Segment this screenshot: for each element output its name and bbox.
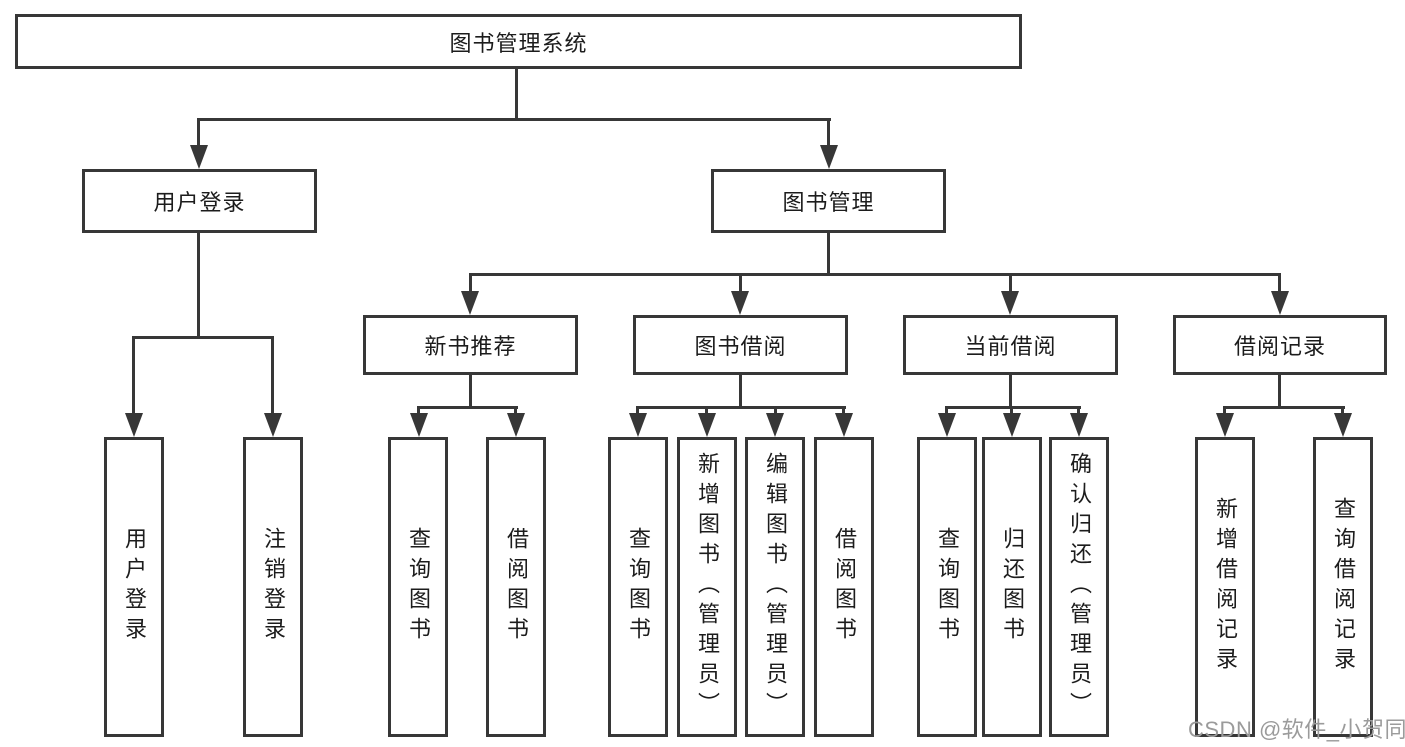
connector-v [1223, 406, 1226, 415]
connector-v [1009, 273, 1012, 292]
arrowhead-down [938, 413, 956, 437]
connector-v [515, 69, 518, 118]
leaf-query-borrow-record: 查询借阅记录 [1313, 437, 1373, 737]
node-label: 新书推荐 [424, 334, 517, 359]
arrowhead-down [835, 413, 853, 437]
connector-v [1009, 375, 1012, 408]
arrowhead-down [507, 413, 525, 437]
connector-h [133, 336, 274, 339]
connector-v [842, 406, 845, 415]
arrowhead-down [190, 145, 208, 169]
node-book-borrowing: 图书借阅 [633, 315, 848, 375]
node-label: 确认归还（管理员） [1067, 452, 1092, 722]
node-label: 借阅记录 [1233, 334, 1326, 359]
node-user-login: 用户登录 [82, 169, 317, 233]
connector-v [636, 406, 639, 415]
connector-v [739, 273, 742, 292]
node-label: 用户登录 [122, 527, 147, 647]
connector-v [197, 233, 200, 337]
node-book-management: 图书管理 [711, 169, 946, 233]
node-label: 图书管理系统 [449, 30, 588, 56]
arrowhead-down [629, 413, 647, 437]
connector-v [1010, 406, 1013, 415]
node-label: 查询图书 [626, 527, 651, 647]
node-label: 借阅图书 [832, 527, 857, 647]
connector-v [827, 233, 830, 276]
node-current-borrowing: 当前借阅 [903, 315, 1118, 375]
arrowhead-down [1001, 291, 1019, 315]
connector-v [469, 375, 472, 408]
node-new-book-recommend: 新书推荐 [363, 315, 578, 375]
connector-v [774, 406, 777, 415]
leaf-return-book: 归还图书 [982, 437, 1042, 737]
connector-h [417, 406, 518, 409]
connector-v [705, 406, 708, 415]
arrowhead-down [731, 291, 749, 315]
connector-v [1278, 375, 1281, 408]
connector-h [198, 118, 831, 121]
arrowhead-down [461, 291, 479, 315]
connector-v [1278, 273, 1281, 292]
node-label: 图书借阅 [694, 334, 787, 359]
arrowhead-down [1334, 413, 1352, 437]
node-label: 归还图书 [1000, 527, 1025, 647]
connector-v [739, 375, 742, 408]
connector-v [945, 406, 948, 415]
arrowhead-down [1070, 413, 1088, 437]
connector-v [1341, 406, 1344, 415]
leaf-query-books-recommend: 查询图书 [388, 437, 448, 737]
connector-v [132, 336, 135, 415]
arrowhead-down [410, 413, 428, 437]
connector-h [1224, 406, 1345, 409]
node-label: 新增借阅记录 [1213, 497, 1238, 677]
arrowhead-down [1003, 413, 1021, 437]
node-label: 编辑图书（管理员） [763, 452, 788, 722]
leaf-add-borrow-record: 新增借阅记录 [1195, 437, 1255, 737]
connector-v [827, 118, 830, 147]
arrowhead-down [264, 413, 282, 437]
arrowhead-down [698, 413, 716, 437]
connector-v [271, 336, 274, 415]
node-label: 图书管理 [782, 190, 875, 215]
node-label: 查询借阅记录 [1331, 497, 1356, 677]
arrowhead-down [1216, 413, 1234, 437]
node-label: 查询图书 [935, 527, 960, 647]
node-label: 用户登录 [153, 190, 246, 215]
connector-v [469, 273, 472, 292]
connector-h [469, 273, 1281, 276]
arrowhead-down [1271, 291, 1289, 315]
leaf-query-books-current: 查询图书 [917, 437, 977, 737]
connector-h [946, 406, 1081, 409]
leaf-borrow-books-recommend: 借阅图书 [486, 437, 546, 737]
node-label: 注销登录 [261, 527, 286, 647]
leaf-logout: 注销登录 [243, 437, 303, 737]
leaf-query-books-borrow: 查询图书 [608, 437, 668, 737]
node-label: 新增图书（管理员） [695, 452, 720, 722]
leaf-add-book-admin: 新增图书（管理员） [677, 437, 737, 737]
connector-v [1077, 406, 1080, 415]
connector-v [197, 118, 200, 147]
connector-h [637, 406, 846, 409]
arrowhead-down [125, 413, 143, 437]
connector-v [514, 406, 517, 415]
node-label: 借阅图书 [504, 527, 529, 647]
leaf-confirm-return-admin: 确认归还（管理员） [1049, 437, 1109, 737]
leaf-user-login: 用户登录 [104, 437, 164, 737]
arrowhead-down [766, 413, 784, 437]
csdn-watermark: CSDN @软件_小贺同学 [1188, 717, 1405, 742]
connector-v [417, 406, 420, 415]
node-root-library-system: 图书管理系统 [15, 14, 1022, 69]
arrowhead-down [820, 145, 838, 169]
leaf-borrow-books: 借阅图书 [814, 437, 874, 737]
node-label: 查询图书 [406, 527, 431, 647]
node-borrowing-records: 借阅记录 [1173, 315, 1387, 375]
node-label: 当前借阅 [964, 334, 1057, 359]
leaf-edit-book-admin: 编辑图书（管理员） [745, 437, 805, 737]
